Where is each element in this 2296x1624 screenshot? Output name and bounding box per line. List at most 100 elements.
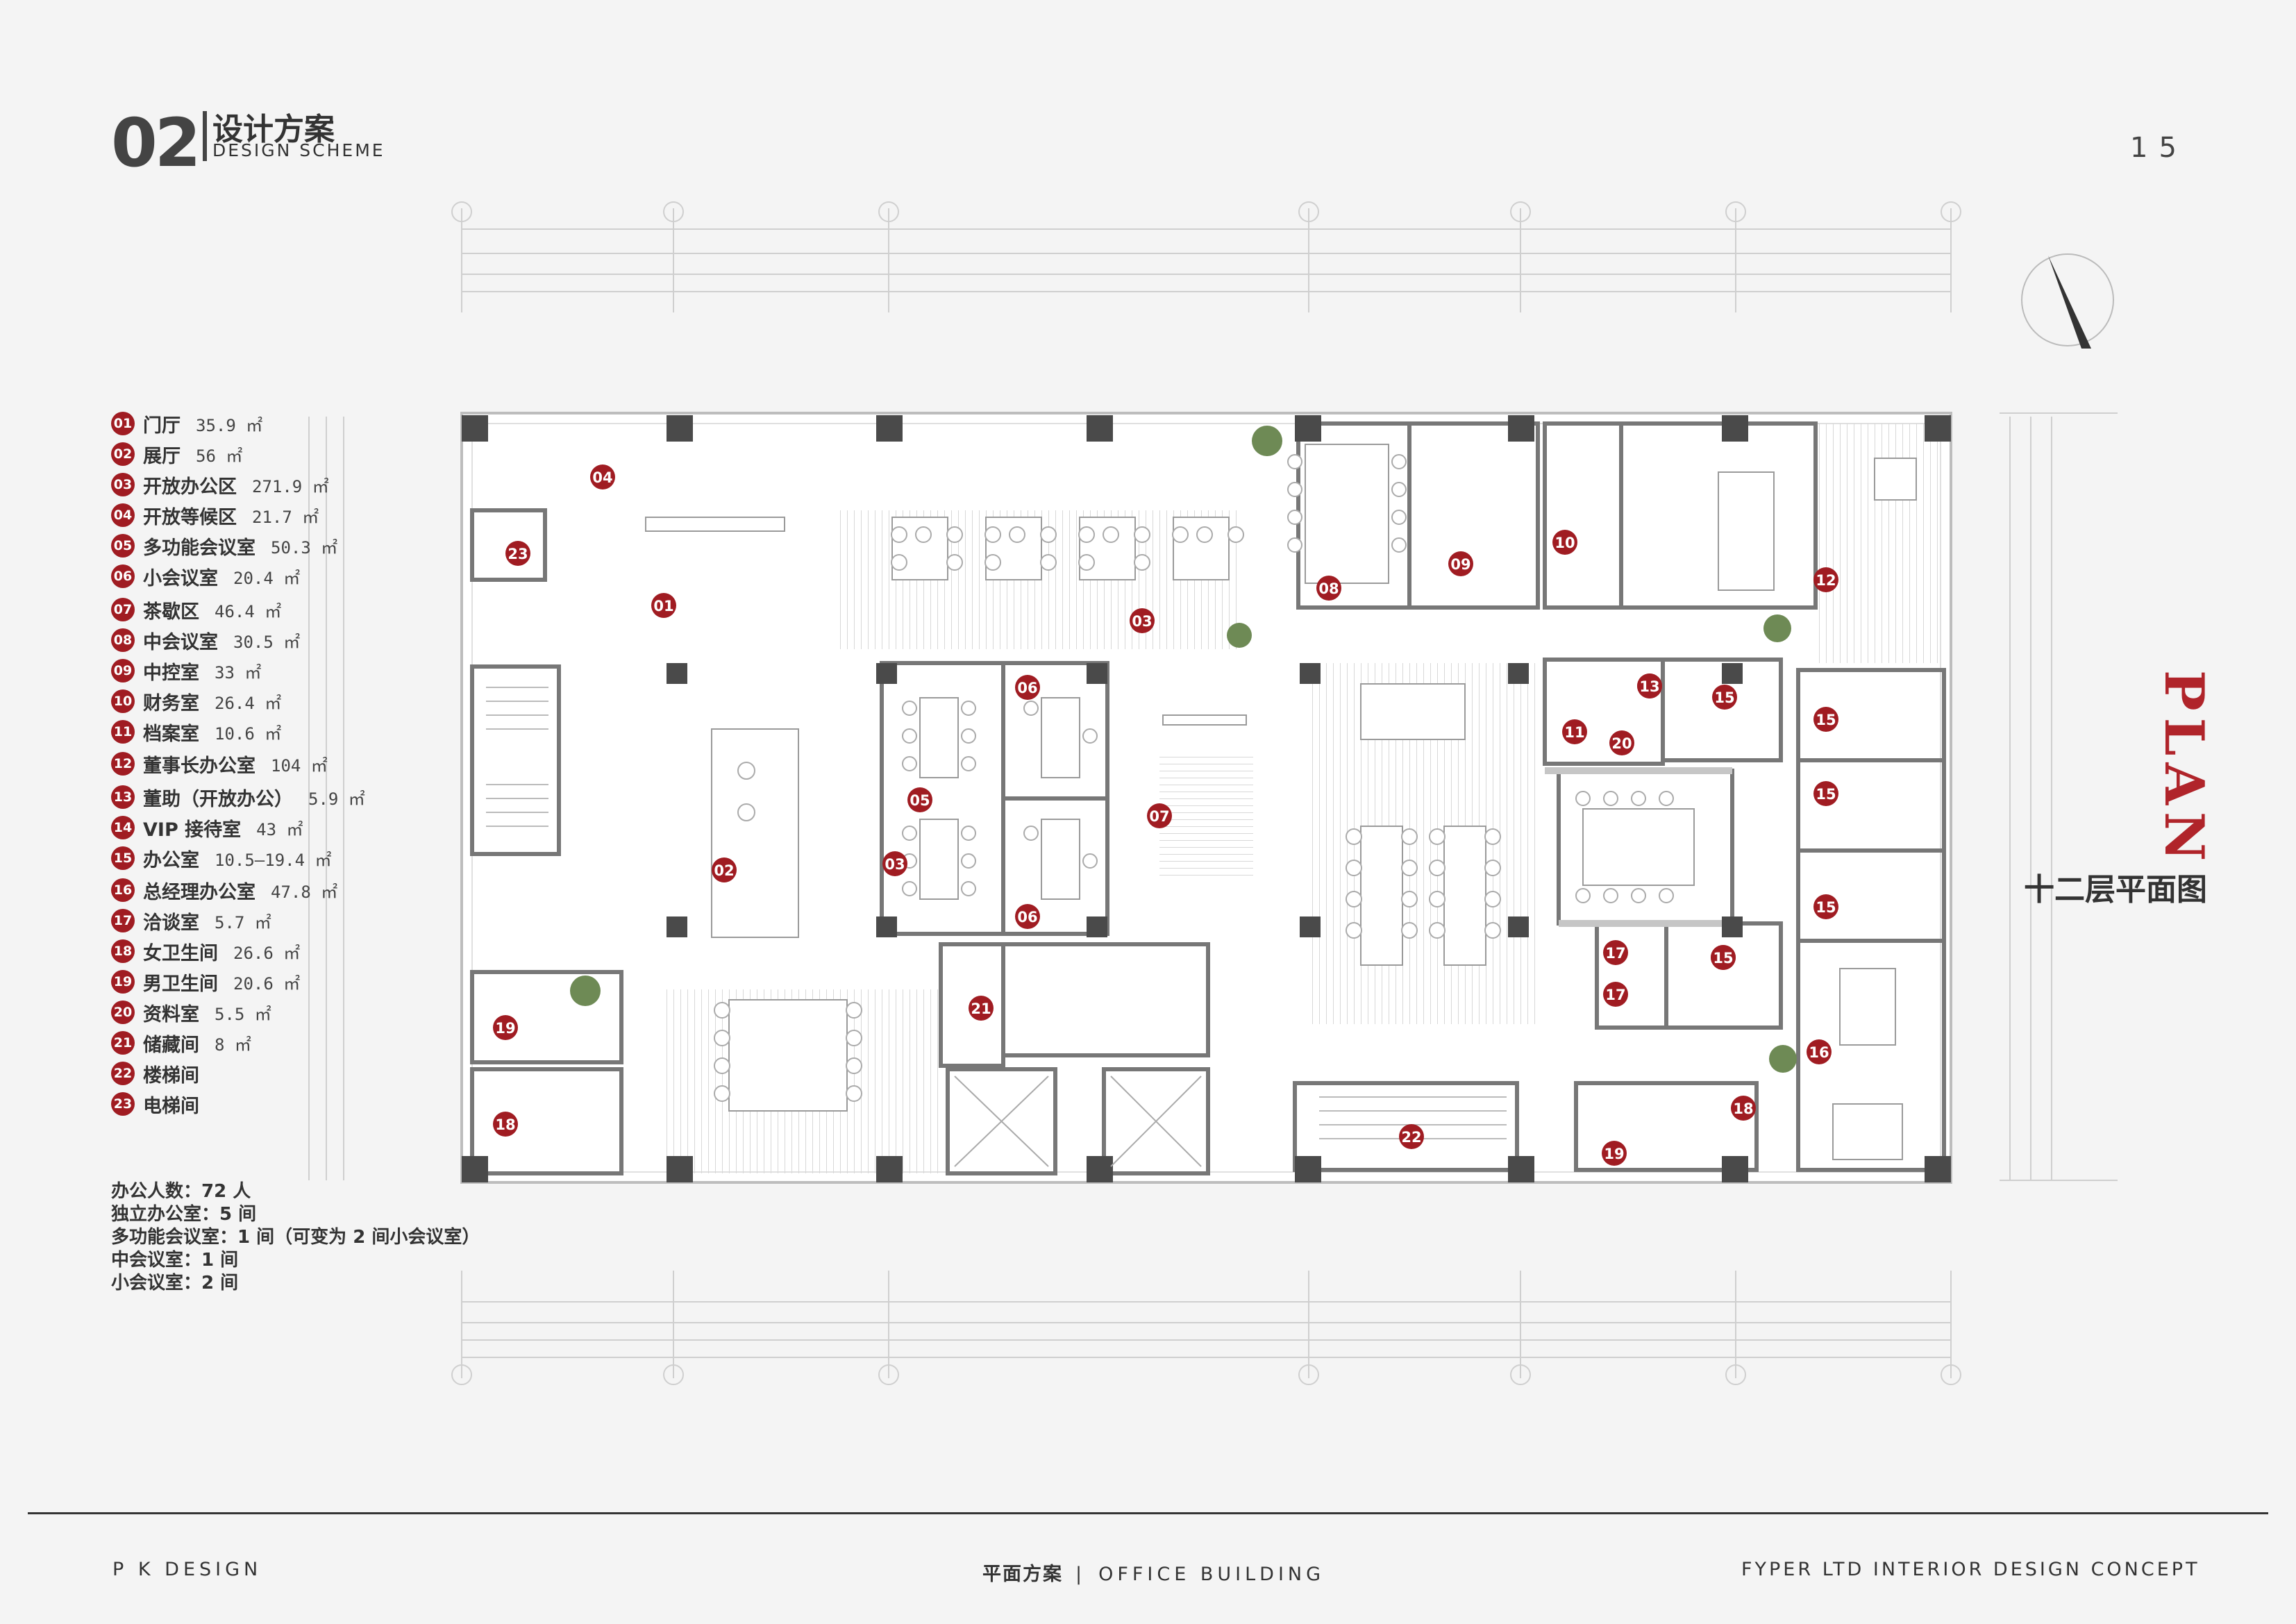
room-marker-label: 15 xyxy=(1714,689,1734,706)
room-marker xyxy=(1448,551,1473,576)
glass-walls xyxy=(1545,767,1732,927)
room-marker xyxy=(1807,1039,1832,1064)
legend-room-area: 5.7 ㎡ xyxy=(215,912,271,932)
room-statistics: 办公人数：72 人 独立办公室：5 间 多功能会议室：1 间（可变为 2 间小会… xyxy=(111,1180,480,1295)
room-marker xyxy=(1813,567,1838,592)
legend-number-badge: 11 xyxy=(111,720,135,744)
legend-number-badge: 03 xyxy=(111,473,135,496)
legend-number-badge: 23 xyxy=(111,1092,135,1116)
legend-room-area: 26.6 ㎡ xyxy=(233,943,301,963)
legend-room-name: 资料室 xyxy=(143,1003,199,1026)
room-marker xyxy=(1813,894,1838,919)
room-marker xyxy=(1603,940,1628,965)
legend-number-badge: 12 xyxy=(111,752,135,776)
room-marker-label: 06 xyxy=(1017,909,1037,926)
chairs xyxy=(714,454,1674,1102)
room-marker xyxy=(1813,781,1838,806)
room-marker xyxy=(1609,730,1634,755)
conference-tables xyxy=(919,458,1917,900)
legend-room-area: 50.3 ㎡ xyxy=(271,537,338,558)
legend-room-area: 271.9 ㎡ xyxy=(252,476,329,496)
legend-room-name: 小会议室 xyxy=(143,567,218,589)
room-marker-label: 22 xyxy=(1401,1129,1421,1146)
room-marker-label: 04 xyxy=(592,469,612,486)
legend-room-name: 储藏间 xyxy=(143,1034,199,1056)
footer-brand: P K DESIGN xyxy=(112,1559,262,1580)
legend-room-name: 楼梯间 xyxy=(143,1064,199,1087)
legend-room-area: 20.6 ㎡ xyxy=(233,973,301,994)
legend-room-name: 中会议室 xyxy=(143,631,218,653)
legend-room-name: 男卫生间 xyxy=(143,973,218,995)
legend-number-badge: 05 xyxy=(111,534,135,558)
room-marker-label: 15 xyxy=(1816,786,1836,803)
axis-ticks-top xyxy=(451,201,1961,312)
room-marker xyxy=(907,787,932,812)
legend-number-badge: 20 xyxy=(111,1001,135,1024)
legend-room-name: 董事长办公室 xyxy=(143,755,255,777)
legend-room-name: 中控室 xyxy=(143,662,199,684)
legend-number-badge: 06 xyxy=(111,564,135,588)
room-marker-label: 11 xyxy=(1564,724,1584,741)
legend-room-area: 10.5—19.4 ㎡ xyxy=(215,850,332,870)
room-marker xyxy=(493,1015,518,1040)
legend-number-badge: 13 xyxy=(111,785,135,809)
stat-medium-meeting-rooms: 中会议室：1 间 xyxy=(111,1250,239,1271)
section-title-en: DESIGN SCHEME xyxy=(212,140,385,160)
room-marker xyxy=(1637,673,1662,698)
legend-item: 20 资料室 5.5 ㎡ xyxy=(111,998,271,1026)
room-markers: 0102030304050606070809101215141515151515… xyxy=(493,464,1838,1166)
room-marker-label: 16 xyxy=(1809,1044,1829,1061)
room-marker xyxy=(1731,1096,1756,1121)
stat-staff-count: 办公人数：72 人 xyxy=(111,1181,251,1202)
legend-room-area: 5.5 ㎡ xyxy=(215,1004,271,1024)
room-marker-label: 23 xyxy=(508,546,528,562)
room-marker xyxy=(493,1112,518,1137)
legend-room-area: 104 ㎡ xyxy=(271,755,328,776)
footer-separator: | xyxy=(1075,1564,1087,1585)
legend-room-area: 43 ㎡ xyxy=(256,819,303,839)
legend-number-badge: 04 xyxy=(111,503,135,527)
stat-multipurpose-rooms: 多功能会议室：1 间（可变为 2 间小会议室） xyxy=(111,1227,480,1248)
room-marker-label: 19 xyxy=(495,1020,515,1037)
page-number: 15 xyxy=(2130,132,2188,164)
room-marker-label: 21 xyxy=(971,1001,991,1017)
legend-room-name: VIP 接待室 xyxy=(143,819,242,841)
legend-room-name: 总经理办公室 xyxy=(143,881,255,903)
legend-number-badge: 10 xyxy=(111,689,135,713)
legend-room-area: 33 ㎡ xyxy=(215,662,262,683)
legend-room-name: 展厅 xyxy=(143,445,181,467)
legend-number-badge: 01 xyxy=(111,412,135,435)
room-marker xyxy=(1552,530,1577,555)
legend-item: 23 电梯间 xyxy=(111,1090,199,1118)
footer-project: FYPER LTD INTERIOR DESIGN CONCEPT xyxy=(1741,1559,2200,1580)
legend-room-name: 电梯间 xyxy=(143,1095,199,1117)
dimension-lines-top xyxy=(462,228,1951,292)
legend-number-badge: 07 xyxy=(111,598,135,621)
room-marker xyxy=(1015,675,1040,700)
room-marker-label: 02 xyxy=(714,862,734,879)
section-number: 02 xyxy=(111,104,201,182)
legend-room-area: 56 ㎡ xyxy=(196,446,243,466)
legend-room-name: 档案室 xyxy=(143,723,199,745)
room-marker-label: 05 xyxy=(910,792,930,809)
legend-number-badge: 21 xyxy=(111,1031,135,1055)
room-marker xyxy=(712,857,737,882)
room-marker-label: 19 xyxy=(1604,1146,1624,1162)
room-marker xyxy=(1711,945,1736,970)
room-marker xyxy=(505,541,530,566)
room-marker-label: 10 xyxy=(1555,535,1575,551)
room-marker xyxy=(969,996,994,1021)
room-marker-label: 18 xyxy=(495,1116,515,1133)
room-marker xyxy=(1316,576,1341,601)
legend-item: 12 董事长办公室 104 ㎡ xyxy=(111,750,328,778)
room-marker xyxy=(1562,719,1587,744)
